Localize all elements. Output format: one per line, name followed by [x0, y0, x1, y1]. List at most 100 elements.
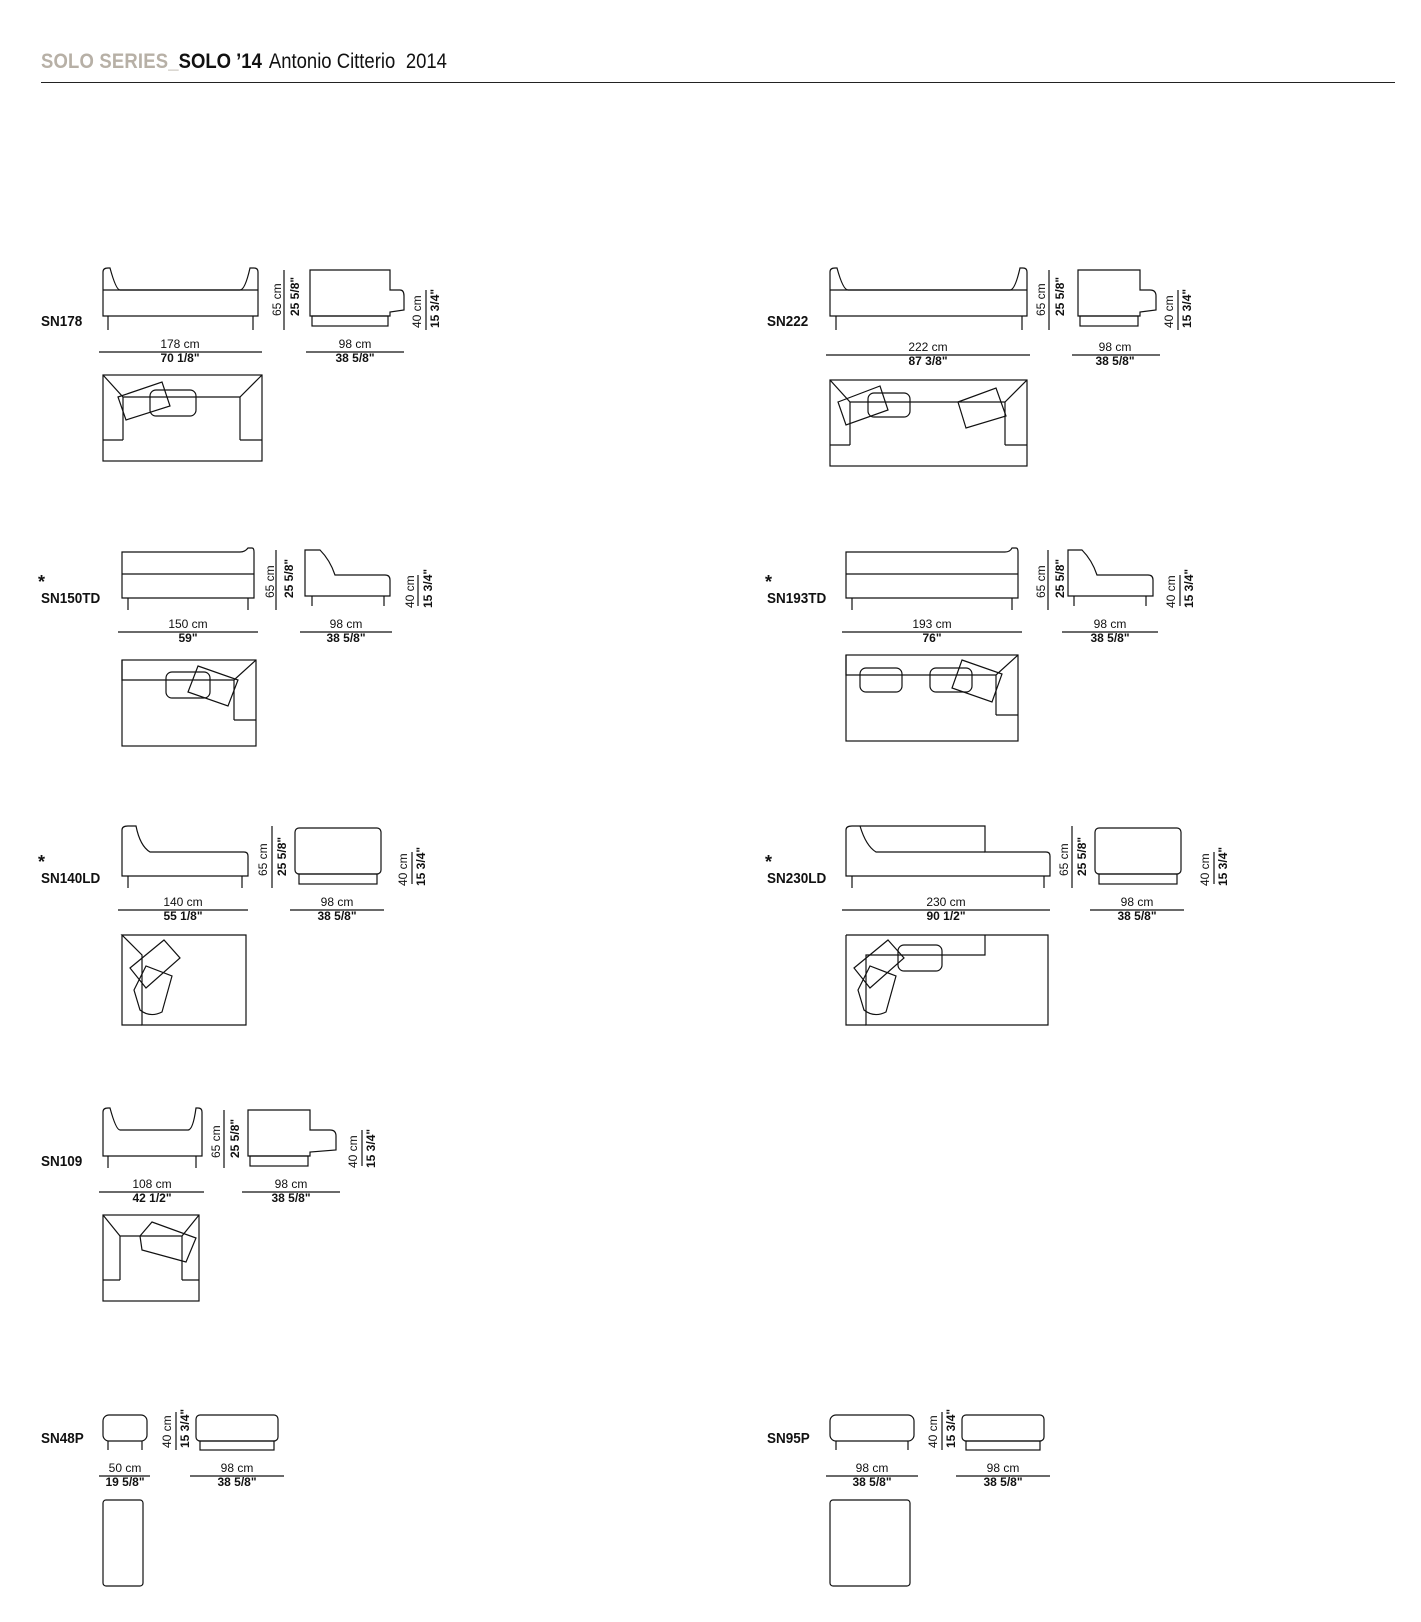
- seat-height-dimension-inch: 15 3/4": [414, 846, 428, 886]
- product-code: SN48P: [41, 1430, 84, 1447]
- product-code: SN109: [41, 1153, 83, 1170]
- design-year: 2014: [405, 50, 447, 73]
- sn150td-top-view: [121, 659, 257, 747]
- height-dimension: 65 cm: [1057, 843, 1071, 876]
- product-code: SN150TD: [41, 590, 101, 607]
- width-inch: 19 5/8": [105, 1475, 145, 1489]
- designer-name: Antonio Citterio: [268, 50, 396, 73]
- height-dimension-inch: 25 5/8": [1053, 276, 1067, 316]
- width-inch: 42 1/2": [132, 1191, 172, 1205]
- sn193td-front-view: [845, 547, 1019, 610]
- seat-height-dimension-inch: 15 3/4": [421, 568, 435, 608]
- width-cm: 222 cm: [908, 340, 948, 354]
- model-name: SOLO ’14: [178, 50, 262, 73]
- series-name: SOLO SERIES_: [41, 50, 179, 73]
- availability-star: *: [38, 572, 46, 592]
- depth-inch: 38 5/8": [983, 1475, 1023, 1489]
- sn178-front-view: [102, 267, 259, 330]
- sn48p-front-view: [102, 1414, 148, 1450]
- depth-cm: 98 cm: [1093, 617, 1127, 631]
- width-inch: 59": [178, 631, 198, 645]
- depth-cm: 98 cm: [986, 1461, 1020, 1475]
- sn193td-top-view: [845, 654, 1019, 742]
- sn150td-front-view: [121, 547, 255, 610]
- depth-inch: 38 5/8": [1095, 354, 1135, 368]
- seat-height-dimension: 40 cm: [1162, 295, 1176, 328]
- width-cm: 150 cm: [168, 617, 208, 631]
- sn48p-side-view: [195, 1414, 279, 1451]
- seat-height-dimension-inch: 15 3/4": [178, 1408, 192, 1448]
- seat-height-dimension: 40 cm: [346, 1135, 360, 1168]
- sn95p-front-view: [829, 1414, 915, 1450]
- seat-height-dimension-inch: 15 3/4": [364, 1128, 378, 1168]
- product-code: SN95P: [767, 1430, 810, 1447]
- depth-cm: 98 cm: [1120, 895, 1154, 909]
- depth-inch: 38 5/8": [1090, 631, 1130, 645]
- depth-cm: 98 cm: [338, 337, 372, 351]
- sn48p-top-view: [102, 1499, 144, 1587]
- height-dimension-inch: 25 5/8": [282, 558, 296, 598]
- height-dimension: 65 cm: [1034, 283, 1048, 316]
- product-code: SN140LD: [41, 870, 101, 887]
- width-inch: 70 1/8": [160, 351, 200, 365]
- sn140ld-top-view: [120, 934, 247, 1026]
- seat-height-dimension: 40 cm: [1164, 575, 1178, 608]
- width-inch: 87 3/8": [908, 354, 948, 368]
- product-code: SN178: [41, 313, 83, 330]
- width-cm: 98 cm: [855, 1461, 889, 1475]
- height-dimension: 65 cm: [1034, 565, 1048, 598]
- depth-cm: 98 cm: [329, 617, 363, 631]
- availability-star: *: [765, 852, 773, 872]
- depth-inch: 38 5/8": [1117, 909, 1157, 923]
- seat-height-dimension: 40 cm: [410, 295, 424, 328]
- depth-inch: 38 5/8": [217, 1475, 257, 1489]
- availability-star: *: [765, 572, 773, 592]
- sn230ld-front-view: [845, 825, 1051, 888]
- seat-height-dimension: 40 cm: [403, 575, 417, 608]
- page-header: SOLO SERIES_SOLO ’14 Antonio Citterio 2014: [41, 50, 1395, 83]
- seat-height-dimension-inch: 15 3/4": [1216, 846, 1230, 886]
- height-dimension: 65 cm: [256, 843, 270, 876]
- height-dimension: 65 cm: [209, 1125, 223, 1158]
- seat-height-dimension: 40 cm: [160, 1415, 174, 1448]
- seat-height-dimension-inch: 15 3/4": [944, 1408, 958, 1448]
- seat-height-dimension-inch: 15 3/4": [1180, 288, 1194, 328]
- width-inch: 38 5/8": [852, 1475, 892, 1489]
- depth-inch: 38 5/8": [317, 909, 357, 923]
- depth-cm: 98 cm: [320, 895, 354, 909]
- depth-cm: 98 cm: [274, 1177, 308, 1191]
- depth-inch: 38 5/8": [335, 351, 375, 365]
- seat-height-dimension-inch: 15 3/4": [1182, 568, 1196, 608]
- sn193td-side-view: [1067, 549, 1154, 606]
- sn222-side-view: [1077, 269, 1157, 327]
- height-dimension-inch: 25 5/8": [228, 1118, 242, 1158]
- width-cm: 108 cm: [132, 1177, 172, 1191]
- seat-height-dimension: 40 cm: [1198, 853, 1212, 886]
- sn109-side-view: [247, 1109, 337, 1167]
- sn95p-top-view: [829, 1499, 911, 1587]
- height-dimension-inch: 25 5/8": [1053, 558, 1067, 598]
- sn140ld-front-view: [121, 825, 249, 888]
- seat-height-dimension-inch: 15 3/4": [428, 288, 442, 328]
- height-dimension-inch: 25 5/8": [1075, 836, 1089, 876]
- width-cm: 193 cm: [912, 617, 952, 631]
- width-inch: 55 1/8": [163, 909, 203, 923]
- sn230ld-top-view: [845, 934, 1049, 1026]
- sn178-top-view: [102, 374, 263, 462]
- height-dimension: 65 cm: [270, 283, 284, 316]
- sn109-front-view: [102, 1107, 203, 1168]
- width-cm: 230 cm: [926, 895, 966, 909]
